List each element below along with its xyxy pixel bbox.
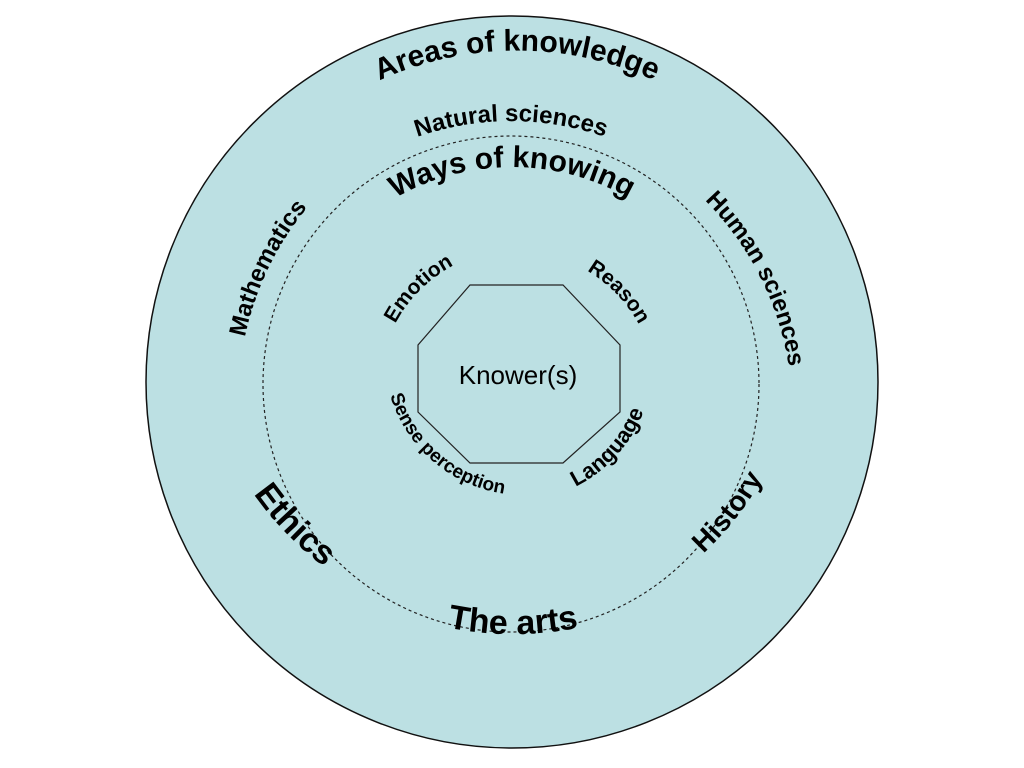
area-the-arts: The arts (446, 598, 580, 642)
knower-octagon (417, 284, 621, 464)
knower-label: Knower(s) (459, 360, 577, 390)
ways-of-knowing-circle (262, 135, 760, 633)
